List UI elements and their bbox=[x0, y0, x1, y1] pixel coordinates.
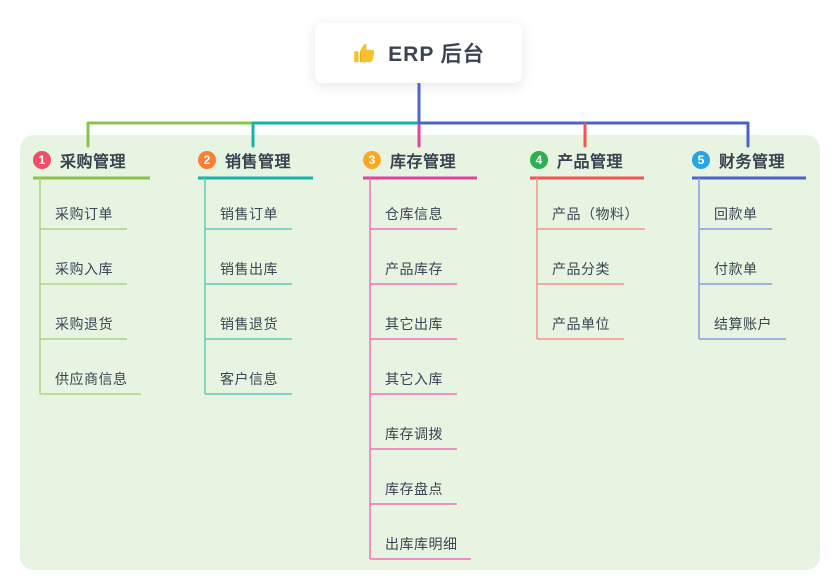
branch-purchase: 1 采购管理 采购订单 采购入库 采购退货 供应商信息 bbox=[33, 143, 193, 387]
root-node[interactable]: ERP 后台 bbox=[315, 23, 522, 83]
branch-sales: 2 销售管理 销售订单 销售出库 销售退货 客户信息 bbox=[198, 143, 358, 387]
branch-label: 产品管理 bbox=[557, 154, 624, 171]
child-node-warehouse-info[interactable]: 仓库信息 bbox=[385, 206, 443, 222]
branch-product: 4 产品管理 产品（物料） 产品分类 产品单位 bbox=[530, 143, 690, 332]
child-node-customer-info[interactable]: 客户信息 bbox=[220, 371, 278, 387]
child-node-sales-return[interactable]: 销售退货 bbox=[220, 316, 278, 332]
branch-number-badge: 2 bbox=[198, 151, 216, 169]
branch-label: 财务管理 bbox=[719, 154, 786, 171]
child-node-stock-taking[interactable]: 库存盘点 bbox=[385, 481, 443, 497]
mindmap-background-panel bbox=[20, 135, 820, 570]
branch-label: 采购管理 bbox=[60, 154, 127, 171]
child-node-outbound-detail[interactable]: 出库库明细 bbox=[385, 536, 458, 552]
child-node-receipt-bill[interactable]: 回款单 bbox=[714, 206, 758, 222]
child-node-purchase-return[interactable]: 采购退货 bbox=[55, 316, 113, 332]
branch-number-badge: 1 bbox=[33, 151, 51, 169]
branch-title-product[interactable]: 4 产品管理 bbox=[530, 143, 690, 177]
child-node-settlement-account[interactable]: 结算账户 bbox=[714, 316, 772, 332]
branch-title-inventory[interactable]: 3 库存管理 bbox=[363, 143, 523, 177]
child-node-payment-bill[interactable]: 付款单 bbox=[714, 261, 758, 277]
child-node-product-material[interactable]: 产品（物料） bbox=[552, 206, 639, 222]
branch-title-purchase[interactable]: 1 采购管理 bbox=[33, 143, 193, 177]
branch-title-finance[interactable]: 5 财务管理 bbox=[692, 143, 839, 177]
branch-number-badge: 4 bbox=[530, 151, 548, 169]
child-node-sales-order[interactable]: 销售订单 bbox=[220, 206, 278, 222]
child-node-product-stock[interactable]: 产品库存 bbox=[385, 261, 443, 277]
branch-finance: 5 财务管理 回款单 付款单 结算账户 bbox=[692, 143, 839, 332]
child-node-stock-transfer[interactable]: 库存调拨 bbox=[385, 426, 443, 442]
child-node-product-unit[interactable]: 产品单位 bbox=[552, 316, 610, 332]
root-label: ERP 后台 bbox=[388, 43, 485, 66]
branch-title-sales[interactable]: 2 销售管理 bbox=[198, 143, 358, 177]
branch-number-badge: 3 bbox=[363, 151, 381, 169]
branch-inventory: 3 库存管理 仓库信息 产品库存 其它出库 其它入库 库存调拨 库存盘点 出库库… bbox=[363, 143, 523, 552]
child-node-sales-outbound[interactable]: 销售出库 bbox=[220, 261, 278, 277]
child-node-purchase-inbound[interactable]: 采购入库 bbox=[55, 261, 113, 277]
branch-label: 库存管理 bbox=[390, 154, 457, 171]
branch-label: 销售管理 bbox=[225, 154, 292, 171]
thumbs-up-icon bbox=[354, 43, 375, 63]
child-node-other-inbound[interactable]: 其它入库 bbox=[385, 371, 443, 387]
child-node-supplier-info[interactable]: 供应商信息 bbox=[55, 371, 128, 387]
branch-number-badge: 5 bbox=[692, 151, 710, 169]
child-node-other-outbound[interactable]: 其它出库 bbox=[385, 316, 443, 332]
child-node-purchase-order[interactable]: 采购订单 bbox=[55, 206, 113, 222]
child-node-product-category[interactable]: 产品分类 bbox=[552, 261, 610, 277]
